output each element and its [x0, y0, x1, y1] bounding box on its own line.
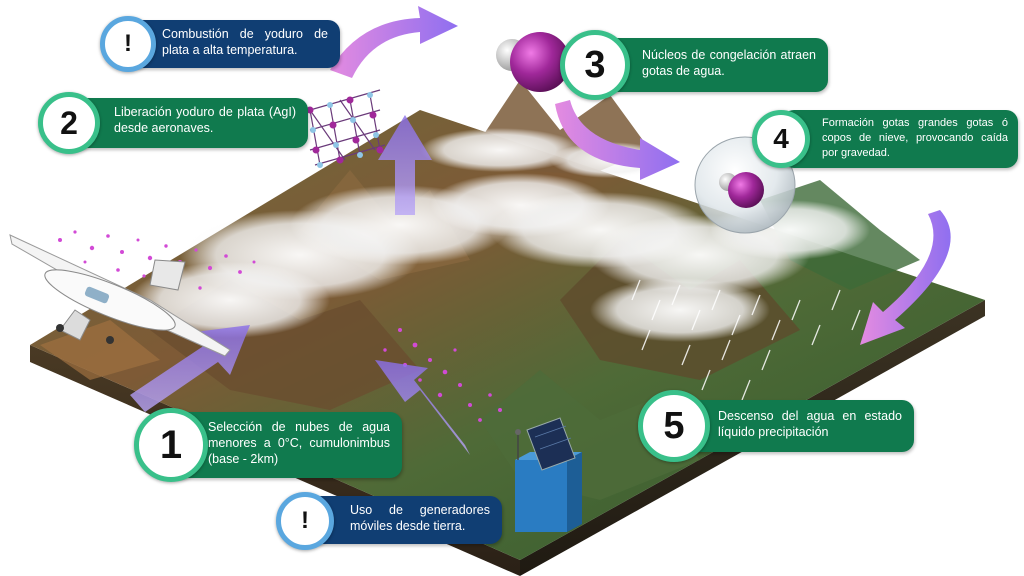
- callout-combustion-text: Combustión de yoduro de plata a alta tem…: [162, 27, 328, 57]
- crystal-lattice-icon: [309, 89, 386, 166]
- callout-step-5-text: Descenso del agua en estado líquido prec…: [718, 409, 902, 439]
- arrow-molecule-to-drop: [555, 100, 680, 180]
- rain-streaks: [631, 279, 861, 401]
- callout-step-2-badge: 2: [38, 92, 100, 154]
- callout-step-3-badge: 3: [560, 30, 630, 100]
- arrow-crystal-up: [378, 115, 432, 215]
- callout-step-1-text: Selección de nubes de agua menores a 0°C…: [208, 420, 390, 466]
- callout-step-5: Descenso del agua en estado líquido prec…: [638, 390, 918, 462]
- arrow-drop-to-ground: [860, 210, 951, 345]
- callout-ground-generators: Uso de generadores móviles desde tierra.…: [276, 490, 506, 552]
- callout-step-3: Núcleos de congelación atraen gotas de a…: [560, 30, 832, 100]
- callout-step-4-text: Formación gotas grandes gotas ó copos de…: [822, 117, 1008, 159]
- callout-combustion-badge: !: [100, 16, 156, 72]
- arrow-curve-top: [330, 6, 458, 78]
- callout-step-4-badge: 4: [752, 110, 810, 168]
- callout-step-2-text: Liberación yoduro de plata (AgI) desde a…: [114, 105, 296, 135]
- callout-step-2: Liberación yoduro de plata (AgI) desde a…: [38, 92, 313, 156]
- callout-step-4: Formación gotas grandes gotas ó copos de…: [752, 106, 1022, 172]
- crystal-lattice-nodes: [306, 92, 384, 168]
- callout-step-3-text: Núcleos de congelación atraen gotas de a…: [642, 48, 816, 78]
- callout-ground-generators-text: Uso de generadores móviles desde tierra.: [350, 503, 490, 533]
- callout-step-5-badge: 5: [638, 390, 710, 462]
- solar-generator-icon: [515, 417, 582, 532]
- callout-step-1: Selección de nubes de agua menores a 0°C…: [134, 408, 406, 484]
- callout-ground-generators-badge: !: [276, 492, 334, 550]
- molecule-icon: [496, 32, 570, 92]
- callout-step-1-badge: 1: [134, 408, 208, 482]
- airplane-icon: [9, 234, 231, 357]
- arrow-ground-to-cloud: [375, 360, 470, 455]
- callout-combustion: Combustión de yoduro de plata a alta tem…: [100, 14, 345, 74]
